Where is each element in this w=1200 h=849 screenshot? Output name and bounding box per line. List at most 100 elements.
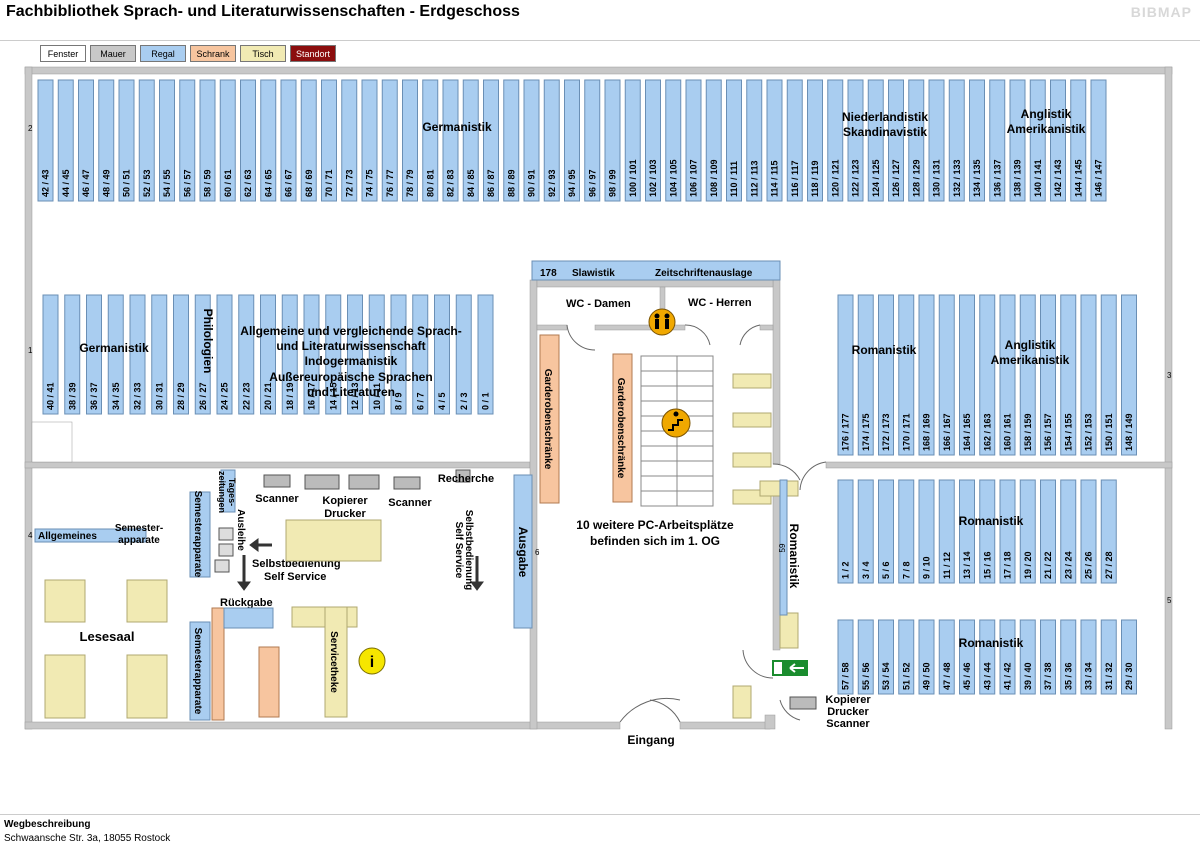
shelf-lower_right_b-3[interactable]	[898, 619, 915, 695]
shelf-lower_right_b-1[interactable]	[857, 619, 874, 695]
shelf-top-22[interactable]	[483, 79, 499, 202]
legend-fenster[interactable]: Fenster	[40, 45, 86, 62]
legend-regal[interactable]: Regal	[140, 45, 186, 62]
shelf-lower_right_b-8[interactable]	[999, 619, 1016, 695]
shelf-mid_left-18[interactable]	[434, 294, 450, 415]
shelf-slawistik[interactable]	[531, 260, 781, 281]
shelf-top-18[interactable]	[402, 79, 418, 202]
shelf-top-9[interactable]	[219, 79, 236, 202]
shelf-mid_right-4[interactable]	[918, 294, 935, 456]
shelf-top-23[interactable]	[503, 79, 520, 202]
shelf-top-20[interactable]	[442, 79, 459, 202]
shelf-mid_left-16[interactable]	[390, 294, 407, 415]
shelf-top-27[interactable]	[584, 79, 601, 202]
shelf-mid_left-13[interactable]	[325, 294, 342, 415]
shelf-top-25[interactable]	[543, 79, 560, 202]
shelf-top-50[interactable]	[1050, 79, 1066, 202]
shelf-top-38[interactable]	[807, 79, 823, 202]
shelf-lower_right_a-3[interactable]	[898, 479, 915, 584]
shelf-mid_left-10[interactable]	[260, 294, 276, 415]
shelf-mid_left-12[interactable]	[303, 294, 320, 415]
shelf-lower_right_a-1[interactable]	[857, 479, 874, 584]
shelf-mid_right-10[interactable]	[1040, 294, 1056, 456]
shelf-semesterapparate-upper[interactable]	[189, 491, 211, 578]
shelf-top-41[interactable]	[867, 79, 884, 202]
shelf-top-1[interactable]	[57, 79, 74, 202]
shelf-ausgabe[interactable]	[513, 474, 533, 629]
shelf-top-10[interactable]	[240, 79, 256, 202]
legend-standort[interactable]: Standort	[290, 45, 336, 62]
shelf-top-12[interactable]	[280, 79, 297, 202]
shelf-semesterapparate-lower[interactable]	[189, 621, 211, 721]
shelf-top-26[interactable]	[564, 79, 580, 202]
shelf-mid_left-5[interactable]	[151, 294, 168, 415]
shelf-allgemeines[interactable]	[34, 528, 147, 543]
shelf-top-4[interactable]	[118, 79, 135, 202]
shelf-mid_right-7[interactable]	[979, 294, 996, 456]
shelf-mid_left-3[interactable]	[107, 294, 124, 415]
shelf-top-47[interactable]	[989, 79, 1006, 202]
shelf-top-8[interactable]	[199, 79, 216, 202]
shelf-top-24[interactable]	[523, 79, 540, 202]
shelf-mid_right-8[interactable]	[999, 294, 1016, 456]
shelf-top-7[interactable]	[179, 79, 196, 202]
shelf-mid_right-6[interactable]	[959, 294, 975, 456]
shelf-mid_left-17[interactable]	[412, 294, 429, 415]
shelf-top-3[interactable]	[98, 79, 115, 202]
shelf-mid_left-14[interactable]	[347, 294, 363, 415]
shelf-top-44[interactable]	[928, 79, 945, 202]
shelf-lower_right_a-5[interactable]	[938, 479, 955, 584]
shelf-mid_left-2[interactable]	[86, 294, 102, 415]
shelf-top-19[interactable]	[422, 79, 439, 202]
shelf-top-28[interactable]	[604, 79, 621, 202]
shelf-romanistik-vertical[interactable]	[779, 479, 788, 616]
shelf-top-29[interactable]	[624, 79, 641, 202]
shelf-lower_right_a-4[interactable]	[918, 479, 935, 584]
shelf-mid_right-14[interactable]	[1121, 294, 1137, 456]
legend-mauer[interactable]: Mauer	[90, 45, 136, 62]
shelf-lower_right_b-4[interactable]	[918, 619, 935, 695]
shelf-top-46[interactable]	[969, 79, 985, 202]
shelf-top-51[interactable]	[1070, 79, 1087, 202]
shelf-lower_right_a-12[interactable]	[1080, 479, 1097, 584]
shelf-mid_left-20[interactable]	[477, 294, 494, 415]
shelf-top-0[interactable]	[37, 79, 54, 202]
shelf-top-2[interactable]	[78, 79, 94, 202]
shelf-mid_right-1[interactable]	[857, 294, 874, 456]
shelf-mid_right-5[interactable]	[938, 294, 955, 456]
shelf-top-21[interactable]	[462, 79, 479, 202]
shelf-mid_right-12[interactable]	[1080, 294, 1097, 456]
shelf-mid_left-9[interactable]	[238, 294, 255, 415]
shelf-top-14[interactable]	[321, 79, 337, 202]
shelf-lower_right_a-13[interactable]	[1100, 479, 1117, 584]
shelf-mid_left-19[interactable]	[455, 294, 472, 415]
shelf-mid_left-0[interactable]	[42, 294, 59, 415]
shelf-mid_right-2[interactable]	[878, 294, 894, 456]
shelf-lower_right_a-8[interactable]	[999, 479, 1016, 584]
shelf-top-5[interactable]	[138, 79, 155, 202]
shelf-rueckgabe[interactable]	[223, 607, 274, 629]
shelf-top-11[interactable]	[260, 79, 277, 202]
shelf-mid_left-7[interactable]	[194, 294, 211, 415]
shelf-top-32[interactable]	[685, 79, 702, 202]
shelf-mid_right-11[interactable]	[1060, 294, 1077, 456]
self-service-terminals[interactable]	[214, 527, 234, 573]
shelf-lower_right_b-6[interactable]	[959, 619, 975, 695]
shelf-top-34[interactable]	[726, 79, 742, 202]
shelf-top-49[interactable]	[1029, 79, 1046, 202]
shelf-mid_left-15[interactable]	[368, 294, 385, 415]
shelf-top-39[interactable]	[827, 79, 844, 202]
shelf-top-16[interactable]	[361, 79, 378, 202]
shelf-lower_right_b-7[interactable]	[979, 619, 996, 695]
shelf-lower_right_a-6[interactable]	[959, 479, 975, 584]
shelf-lower_right_b-5[interactable]	[938, 619, 955, 695]
shelf-lower_right_b-13[interactable]	[1100, 619, 1117, 695]
shelf-mid_right-0[interactable]	[837, 294, 854, 456]
shelf-lower_right_a-10[interactable]	[1040, 479, 1056, 584]
shelf-top-31[interactable]	[665, 79, 682, 202]
shelf-top-37[interactable]	[786, 79, 803, 202]
shelf-top-35[interactable]	[746, 79, 763, 202]
shelf-top-45[interactable]	[948, 79, 965, 202]
legend-schrank[interactable]: Schrank	[190, 45, 236, 62]
shelf-lower_right_a-9[interactable]	[1019, 479, 1036, 584]
